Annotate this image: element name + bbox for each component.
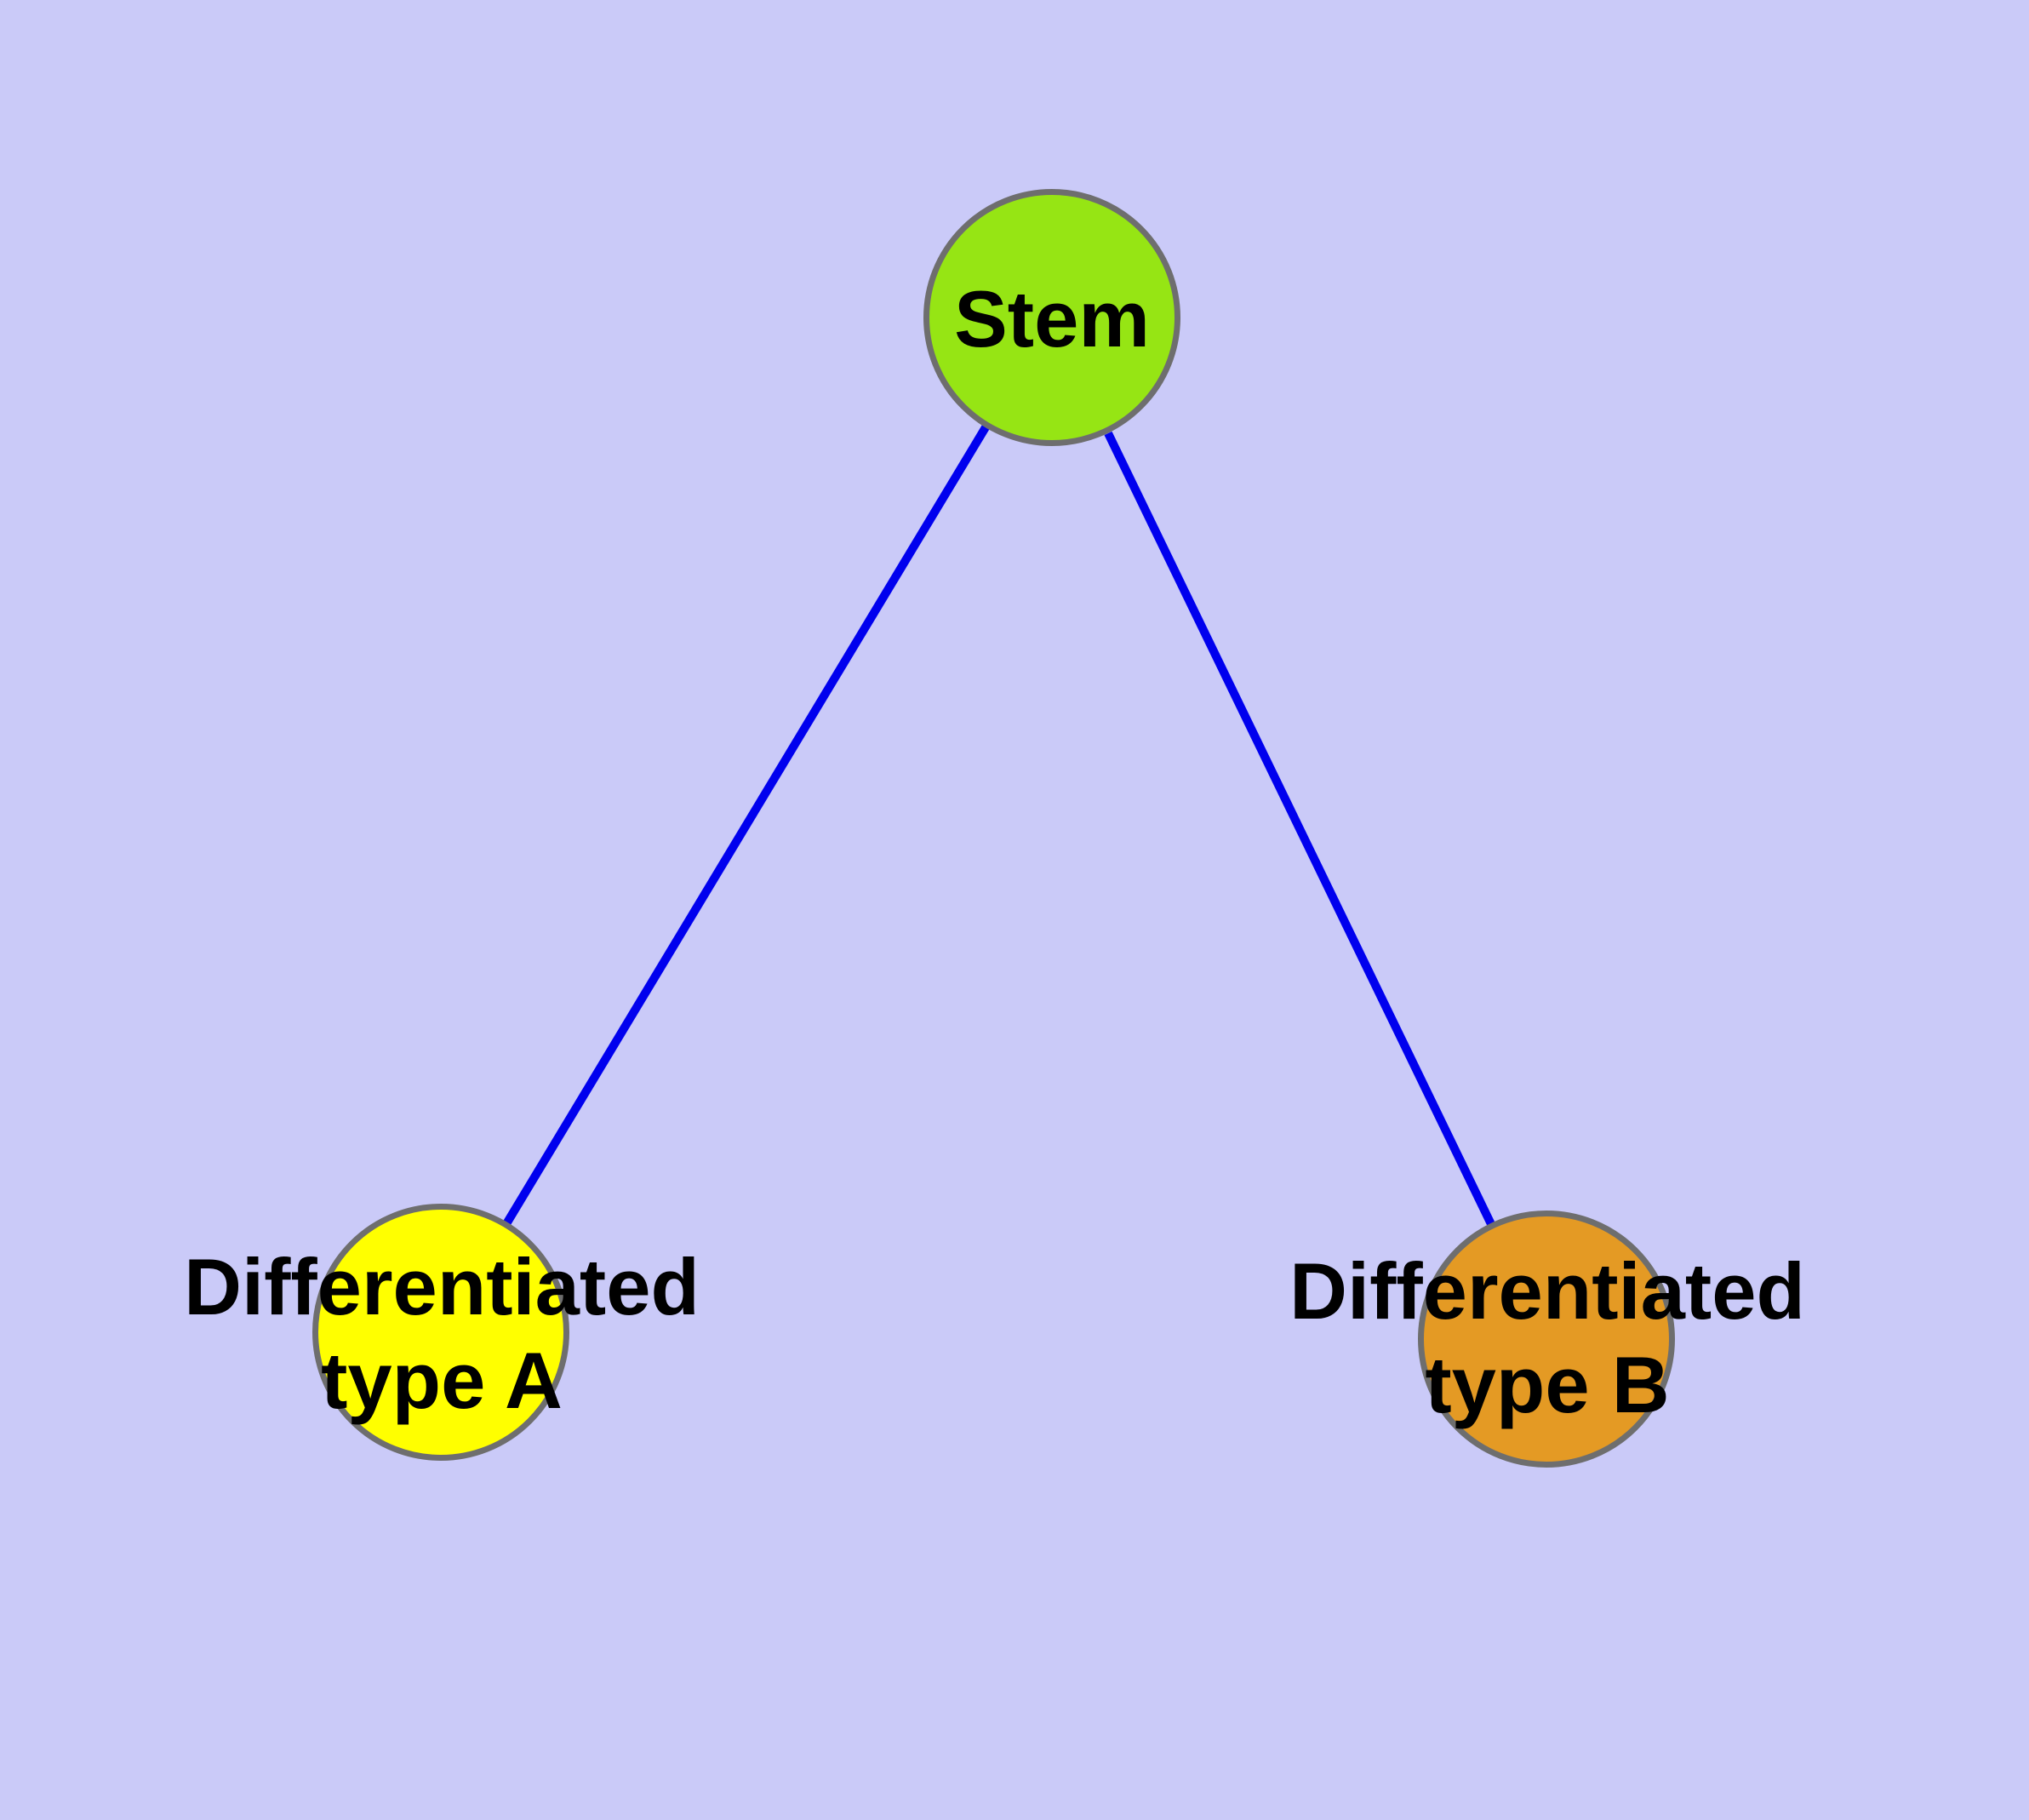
node-stem-circle: [923, 189, 1180, 446]
node-differentiated-type-b-label-line-1: Differentiated: [1289, 1246, 1805, 1336]
node-differentiated-type-a-label: Differentiated type A: [184, 1240, 700, 1428]
node-stem-label: Stem: [954, 272, 1150, 366]
node-stem-label-text: Stem: [954, 274, 1150, 364]
node-differentiated-type-b-circle: [1418, 1210, 1675, 1468]
node-differentiated-type-b-label: Differentiated type B: [1289, 1245, 1805, 1432]
node-differentiated-type-a-label-line-1: Differentiated: [184, 1242, 700, 1332]
edge-stem-to-type-b: [1104, 431, 1495, 1227]
node-differentiated-type-b-label-line-2: type B: [1425, 1340, 1670, 1429]
node-differentiated-type-a-label-line-2: type A: [321, 1336, 563, 1425]
edge-stem-to-type-a: [503, 425, 990, 1225]
node-differentiated-type-a-circle: [312, 1204, 569, 1461]
